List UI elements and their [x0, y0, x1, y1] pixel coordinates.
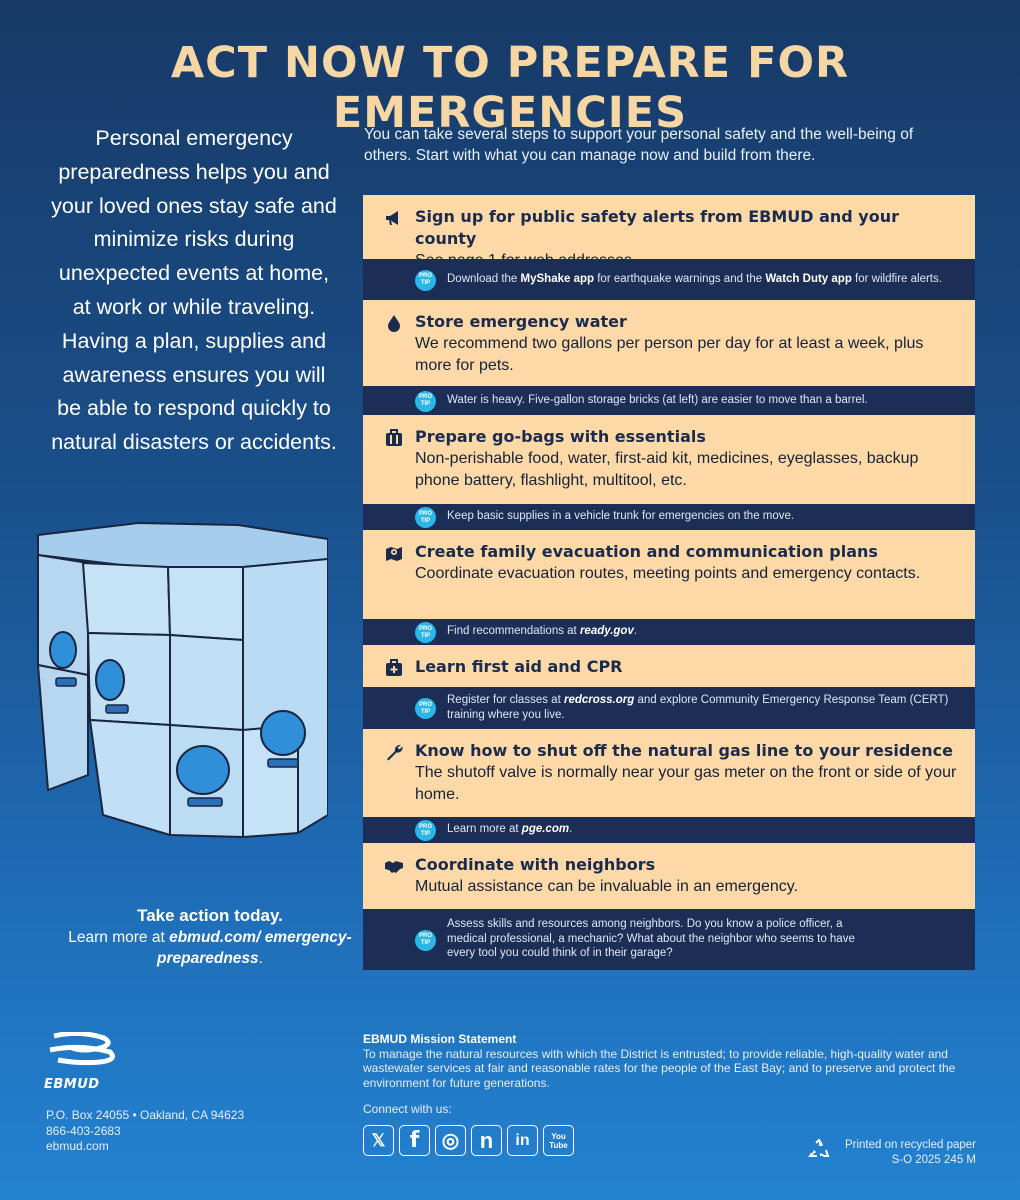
recycled-text: Printed on recycled paper — [844, 1139, 976, 1151]
water-bricks-illustration — [37, 522, 328, 838]
step-heading: Coordinate with neighbors — [415, 855, 656, 874]
emergency-preparedness-link[interactable]: ebmud.com/ emergency-preparedness — [157, 929, 352, 967]
ebmud-logo: EBMUD — [44, 1030, 120, 1092]
pro-tip-text: Keep basic supplies in a vehicle trunk f… — [447, 510, 795, 523]
step-heading: Learn first aid and CPR — [415, 657, 623, 676]
step-neighbors: Coordinate with neighbors Mutual assista… — [363, 843, 975, 909]
wrench-icon — [387, 744, 403, 761]
phone-number[interactable]: 866-403-2683 — [46, 1123, 121, 1138]
mission-heading: EBMUD Mission Statement — [363, 1032, 517, 1046]
x-icon[interactable]: 𝕏 — [363, 1125, 394, 1156]
megaphone-icon — [386, 211, 398, 225]
page-title: ACT NOW TO PREPARE FOR EMERGENCIES — [170, 38, 850, 138]
step-heading: Store emergency water — [415, 312, 627, 331]
pge-link[interactable]: pge.com — [521, 823, 570, 836]
step-body: We recommend two gallons per person per … — [415, 335, 924, 374]
take-action-heading: Take action today. — [137, 906, 283, 925]
linkedin-icon[interactable]: in — [507, 1125, 538, 1156]
step-first-aid: Learn first aid and CPR — [363, 645, 975, 687]
take-action-block: Take action today. Learn more at ebmud.c… — [60, 905, 360, 969]
step-heading: Create family evacuation and communicati… — [415, 542, 878, 561]
instagram-icon[interactable]: ◎ — [435, 1125, 466, 1156]
step-heading: Prepare go-bags with essentials — [415, 427, 706, 446]
map-pin-icon — [386, 547, 402, 561]
address-block: P.O. Box 24055 • Oakland, CA 94623 866-4… — [46, 1108, 244, 1155]
recycled-paper-note: Printed on recycled paper S-O 2025 245 M — [808, 1138, 976, 1168]
step-go-bags: Prepare go-bags with essentials Non-peri… — [363, 415, 975, 504]
first-aid-kit-icon — [386, 659, 402, 676]
website-link[interactable]: ebmud.com — [46, 1139, 109, 1153]
step-water: Store emergency water We recommend two g… — [363, 300, 975, 386]
ebmud-logo-text: EBMUD — [44, 1077, 100, 1092]
take-action-end: . — [258, 950, 263, 967]
pro-tip-text: Learn more at pge.com. — [447, 823, 573, 836]
pro-tip-text: Assess skills and resources among neighb… — [447, 918, 855, 960]
step-heading: Know how to shut off the natural gas lin… — [415, 741, 953, 760]
take-action-text: Learn more at ebmud.com/ emergency-prepa… — [60, 927, 360, 969]
water-drop-icon — [388, 315, 400, 332]
intro-right-text: You can take several steps to support yo… — [364, 126, 914, 164]
pro-tip-text: Water is heavy. Five-gallon storage bric… — [447, 393, 868, 406]
step-body: Coordinate evacuation routes, meeting po… — [415, 565, 921, 582]
mailing-address: P.O. Box 24055 • Oakland, CA 94623 — [46, 1108, 245, 1122]
step-body: Non-perishable food, water, first-aid ki… — [415, 450, 919, 489]
step-body: The shutoff valve is normally near your … — [415, 764, 957, 803]
take-action-prefix: Learn more at — [68, 929, 170, 946]
ebmud-logo-mark — [49, 1030, 115, 1066]
handshake-icon — [385, 861, 403, 873]
redcross-link[interactable]: redcross.org — [563, 694, 635, 706]
step-heading: Sign up for public safety alerts from EB… — [415, 207, 900, 248]
suitcase-icon — [386, 429, 402, 446]
facebook-icon[interactable]: f — [399, 1125, 430, 1156]
connect-label: Connect with us: — [363, 1102, 452, 1116]
step-body: Mutual assistance can be invaluable in a… — [415, 878, 799, 895]
social-links: 𝕏 f ◎ n in You Tube — [363, 1125, 574, 1156]
pro-tip-text: Register for classes at redcross.org and… — [447, 694, 949, 721]
mission-statement: EBMUD Mission Statement To manage the na… — [363, 1032, 983, 1090]
pro-tip-text: Download the MyShake app for earthquake … — [447, 272, 942, 285]
nextdoor-icon[interactable]: n — [471, 1125, 502, 1156]
pro-tip-text: Find recommendations at ready.gov. — [447, 625, 638, 638]
steps-list: Sign up for public safety alerts from EB… — [363, 195, 975, 970]
ready-gov-link[interactable]: ready.gov — [579, 625, 634, 638]
print-code: S-O 2025 245 M — [891, 1154, 976, 1166]
intro-left-text: Personal emergency preparedness helps yo… — [51, 126, 337, 455]
step-gas-shutoff: Know how to shut off the natural gas lin… — [363, 729, 975, 817]
step-alerts: Sign up for public safety alerts from EB… — [363, 195, 975, 269]
recycle-icon — [808, 1138, 830, 1157]
step-evacuation-plans: Create family evacuation and communicati… — [363, 530, 975, 619]
youtube-icon[interactable]: You Tube — [543, 1125, 574, 1156]
mission-text: To manage the natural resources with whi… — [363, 1046, 956, 1090]
